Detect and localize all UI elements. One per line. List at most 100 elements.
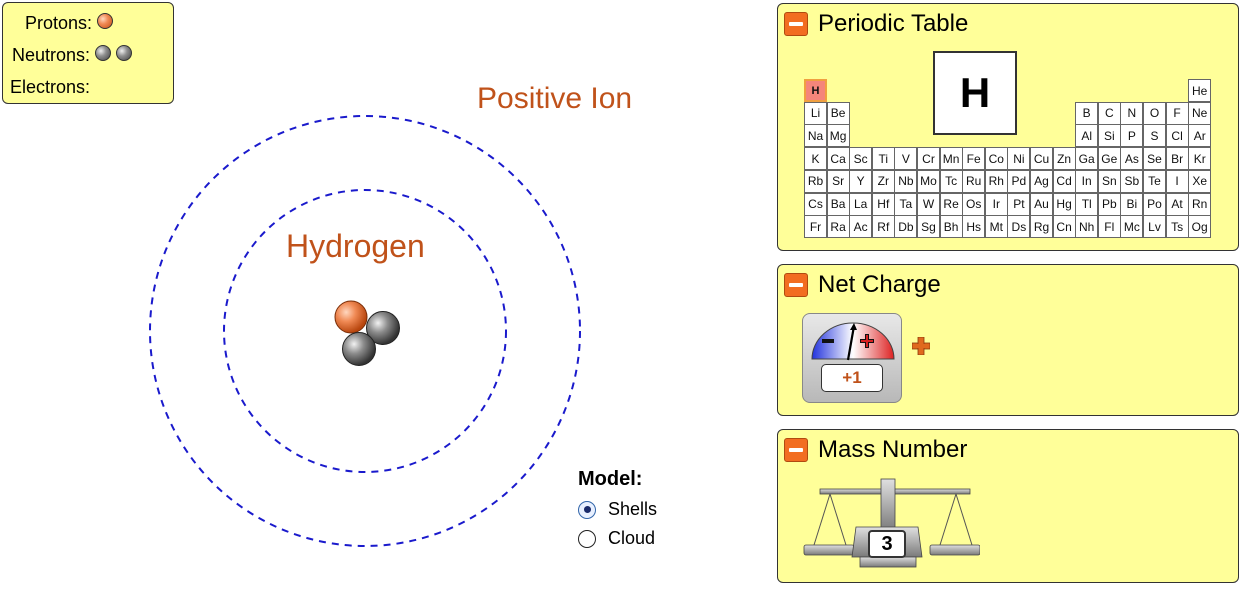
nucleus-neutron[interactable]: [342, 332, 376, 366]
element-cell-po[interactable]: Po: [1143, 192, 1166, 216]
element-cell-fl[interactable]: Fl: [1097, 215, 1121, 239]
element-cell-be[interactable]: Be: [826, 101, 850, 125]
element-cell-v[interactable]: V: [894, 147, 918, 171]
element-cell-db[interactable]: Db: [894, 215, 918, 239]
element-cell-te[interactable]: Te: [1143, 169, 1166, 193]
element-cell-s[interactable]: S: [1143, 124, 1166, 148]
element-cell-tl[interactable]: Tl: [1075, 192, 1099, 216]
element-cell-ge[interactable]: Ge: [1097, 147, 1121, 171]
element-cell-rb[interactable]: Rb: [804, 169, 827, 193]
element-cell-bi[interactable]: Bi: [1120, 192, 1144, 216]
element-cell-pd[interactable]: Pd: [1007, 169, 1031, 193]
element-cell-xe[interactable]: Xe: [1188, 169, 1212, 193]
mass-number-collapse-button[interactable]: [784, 438, 808, 462]
periodic-table-collapse-button[interactable]: [784, 12, 808, 36]
nucleus-proton[interactable]: [334, 300, 368, 334]
element-cell-fe[interactable]: Fe: [962, 147, 986, 171]
element-cell-og[interactable]: Og: [1188, 215, 1212, 239]
cloud-radio[interactable]: [578, 529, 596, 548]
element-cell-ru[interactable]: Ru: [962, 169, 986, 193]
element-cell-rh[interactable]: Rh: [984, 169, 1008, 193]
net-charge-collapse-button[interactable]: [784, 273, 808, 297]
element-cell-co[interactable]: Co: [984, 147, 1008, 171]
element-cell-ni[interactable]: Ni: [1007, 147, 1031, 171]
element-cell-sg[interactable]: Sg: [917, 215, 940, 239]
element-cell-o[interactable]: O: [1143, 101, 1166, 125]
element-cell-k[interactable]: K: [804, 147, 827, 171]
element-cell-re[interactable]: Re: [939, 192, 963, 216]
element-cell-rf[interactable]: Rf: [871, 215, 895, 239]
element-cell-la[interactable]: La: [849, 192, 873, 216]
element-cell-kr[interactable]: Kr: [1188, 147, 1212, 171]
element-cell-cn[interactable]: Cn: [1052, 215, 1076, 239]
element-cell-pt[interactable]: Pt: [1007, 192, 1031, 216]
element-cell-b[interactable]: B: [1075, 101, 1099, 125]
element-cell-as[interactable]: As: [1120, 147, 1144, 171]
element-cell-fr[interactable]: Fr: [804, 215, 827, 239]
element-cell-na[interactable]: Na: [804, 124, 827, 148]
nucleus-neutron[interactable]: [366, 311, 400, 345]
element-cell-w[interactable]: W: [917, 192, 940, 216]
element-cell-ca[interactable]: Ca: [826, 147, 850, 171]
element-cell-tc[interactable]: Tc: [939, 169, 963, 193]
element-cell-pb[interactable]: Pb: [1097, 192, 1121, 216]
element-cell-h[interactable]: H: [804, 79, 827, 102]
element-cell-al[interactable]: Al: [1075, 124, 1099, 148]
element-cell-os[interactable]: Os: [962, 192, 986, 216]
element-cell-li[interactable]: Li: [804, 101, 827, 125]
element-cell-ac[interactable]: Ac: [849, 215, 873, 239]
element-cell-ir[interactable]: Ir: [984, 192, 1008, 216]
element-cell-mc[interactable]: Mc: [1120, 215, 1144, 239]
element-cell-ta[interactable]: Ta: [894, 192, 918, 216]
element-cell-mg[interactable]: Mg: [826, 124, 850, 148]
element-cell-sr[interactable]: Sr: [826, 169, 850, 193]
element-cell-sn[interactable]: Sn: [1097, 169, 1121, 193]
element-cell-cr[interactable]: Cr: [917, 147, 940, 171]
element-cell-mn[interactable]: Mn: [939, 147, 963, 171]
element-cell-nh[interactable]: Nh: [1075, 215, 1099, 239]
element-cell-mt[interactable]: Mt: [984, 215, 1008, 239]
element-cell-cd[interactable]: Cd: [1052, 169, 1076, 193]
element-cell-p[interactable]: P: [1120, 124, 1144, 148]
element-cell-ts[interactable]: Ts: [1165, 215, 1189, 239]
element-cell-hs[interactable]: Hs: [962, 215, 986, 239]
element-cell-ds[interactable]: Ds: [1007, 215, 1031, 239]
element-cell-nb[interactable]: Nb: [894, 169, 918, 193]
element-cell-y[interactable]: Y: [849, 169, 873, 193]
element-cell-c[interactable]: C: [1097, 101, 1121, 125]
element-cell-ga[interactable]: Ga: [1075, 147, 1099, 171]
element-cell-rg[interactable]: Rg: [1030, 215, 1053, 239]
model-option-cloud[interactable]: Cloud: [578, 528, 657, 549]
element-cell-ti[interactable]: Ti: [871, 147, 895, 171]
element-cell-zn[interactable]: Zn: [1052, 147, 1076, 171]
element-cell-rn[interactable]: Rn: [1188, 192, 1212, 216]
element-cell-sb[interactable]: Sb: [1120, 169, 1144, 193]
element-cell-si[interactable]: Si: [1097, 124, 1121, 148]
element-cell-ar[interactable]: Ar: [1188, 124, 1212, 148]
element-cell-hf[interactable]: Hf: [871, 192, 895, 216]
element-cell-sc[interactable]: Sc: [849, 147, 873, 171]
element-cell-n[interactable]: N: [1120, 101, 1144, 125]
element-cell-at[interactable]: At: [1165, 192, 1189, 216]
element-cell-zr[interactable]: Zr: [871, 169, 895, 193]
element-cell-au[interactable]: Au: [1030, 192, 1053, 216]
shells-radio[interactable]: [578, 500, 596, 519]
element-cell-ne[interactable]: Ne: [1188, 101, 1212, 125]
element-cell-bh[interactable]: Bh: [939, 215, 963, 239]
element-cell-ra[interactable]: Ra: [826, 215, 850, 239]
element-cell-ag[interactable]: Ag: [1030, 169, 1053, 193]
element-cell-cu[interactable]: Cu: [1030, 147, 1053, 171]
element-cell-ba[interactable]: Ba: [826, 192, 850, 216]
element-cell-se[interactable]: Se: [1143, 147, 1166, 171]
element-cell-cs[interactable]: Cs: [804, 192, 827, 216]
element-cell-cl[interactable]: Cl: [1165, 124, 1189, 148]
element-cell-in[interactable]: In: [1075, 169, 1099, 193]
element-cell-mo[interactable]: Mo: [917, 169, 940, 193]
model-option-shells[interactable]: Shells: [578, 499, 657, 520]
nucleus[interactable]: [334, 300, 400, 366]
element-cell-he[interactable]: He: [1188, 79, 1212, 102]
element-cell-f[interactable]: F: [1165, 101, 1189, 125]
element-cell-lv[interactable]: Lv: [1143, 215, 1166, 239]
element-cell-br[interactable]: Br: [1165, 147, 1189, 171]
element-cell-hg[interactable]: Hg: [1052, 192, 1076, 216]
